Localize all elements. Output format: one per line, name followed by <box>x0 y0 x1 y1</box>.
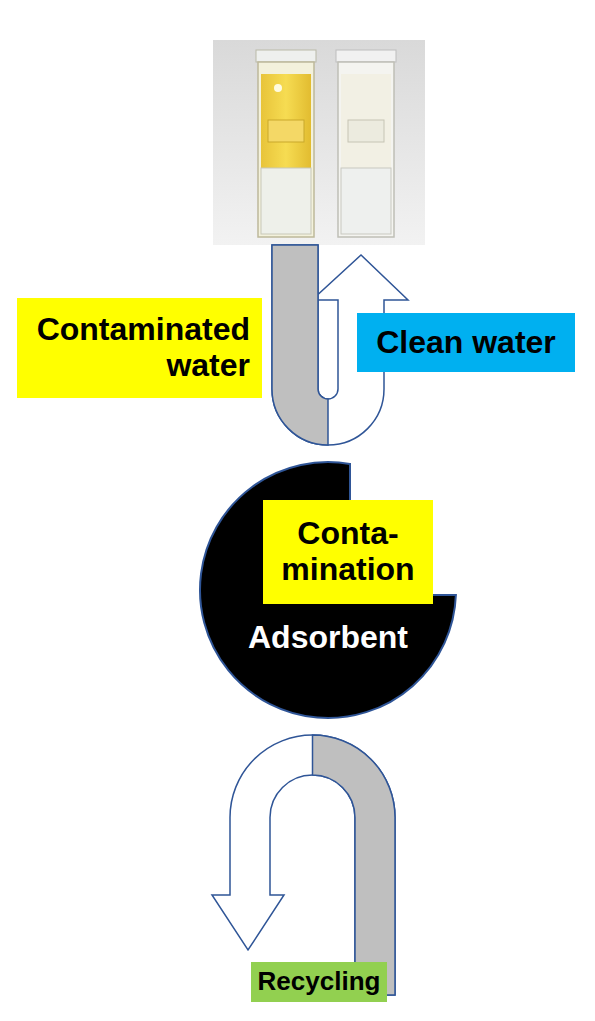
outline-arrow <box>212 735 395 995</box>
cuvette-base <box>261 168 311 234</box>
label-box: Recycling <box>251 962 387 1002</box>
node-label: Clean water <box>376 325 556 361</box>
cuvette-cap <box>336 50 396 62</box>
cuvette-body <box>338 62 394 237</box>
cuvette-base <box>341 168 391 234</box>
yellow-liquid <box>261 74 311 168</box>
cuvette-cap <box>256 50 316 62</box>
gray-ribbon <box>313 735 396 995</box>
node-label: Adsorbent <box>198 620 458 656</box>
u-turn-arrow <box>212 735 395 995</box>
bubble <box>274 84 282 92</box>
contamination-box: Conta- mination <box>263 500 433 604</box>
label-box: Clean water <box>357 313 575 372</box>
node-label: Recycling <box>258 967 381 996</box>
label-box: Contaminated water <box>17 298 262 398</box>
clear-liquid <box>341 74 391 168</box>
cuvette-window <box>348 120 384 142</box>
adsorbent-circle: Adsorbent Conta- mination <box>198 460 458 720</box>
node-label: Conta- mination <box>271 516 425 588</box>
notched-circle <box>200 462 456 718</box>
cuvette-photo <box>213 40 425 245</box>
photo-background <box>213 40 425 245</box>
gray-ribbon <box>272 245 328 445</box>
node-label: Contaminated water <box>25 312 250 384</box>
cuvette-window <box>268 120 304 142</box>
cuvette-body <box>258 62 314 237</box>
